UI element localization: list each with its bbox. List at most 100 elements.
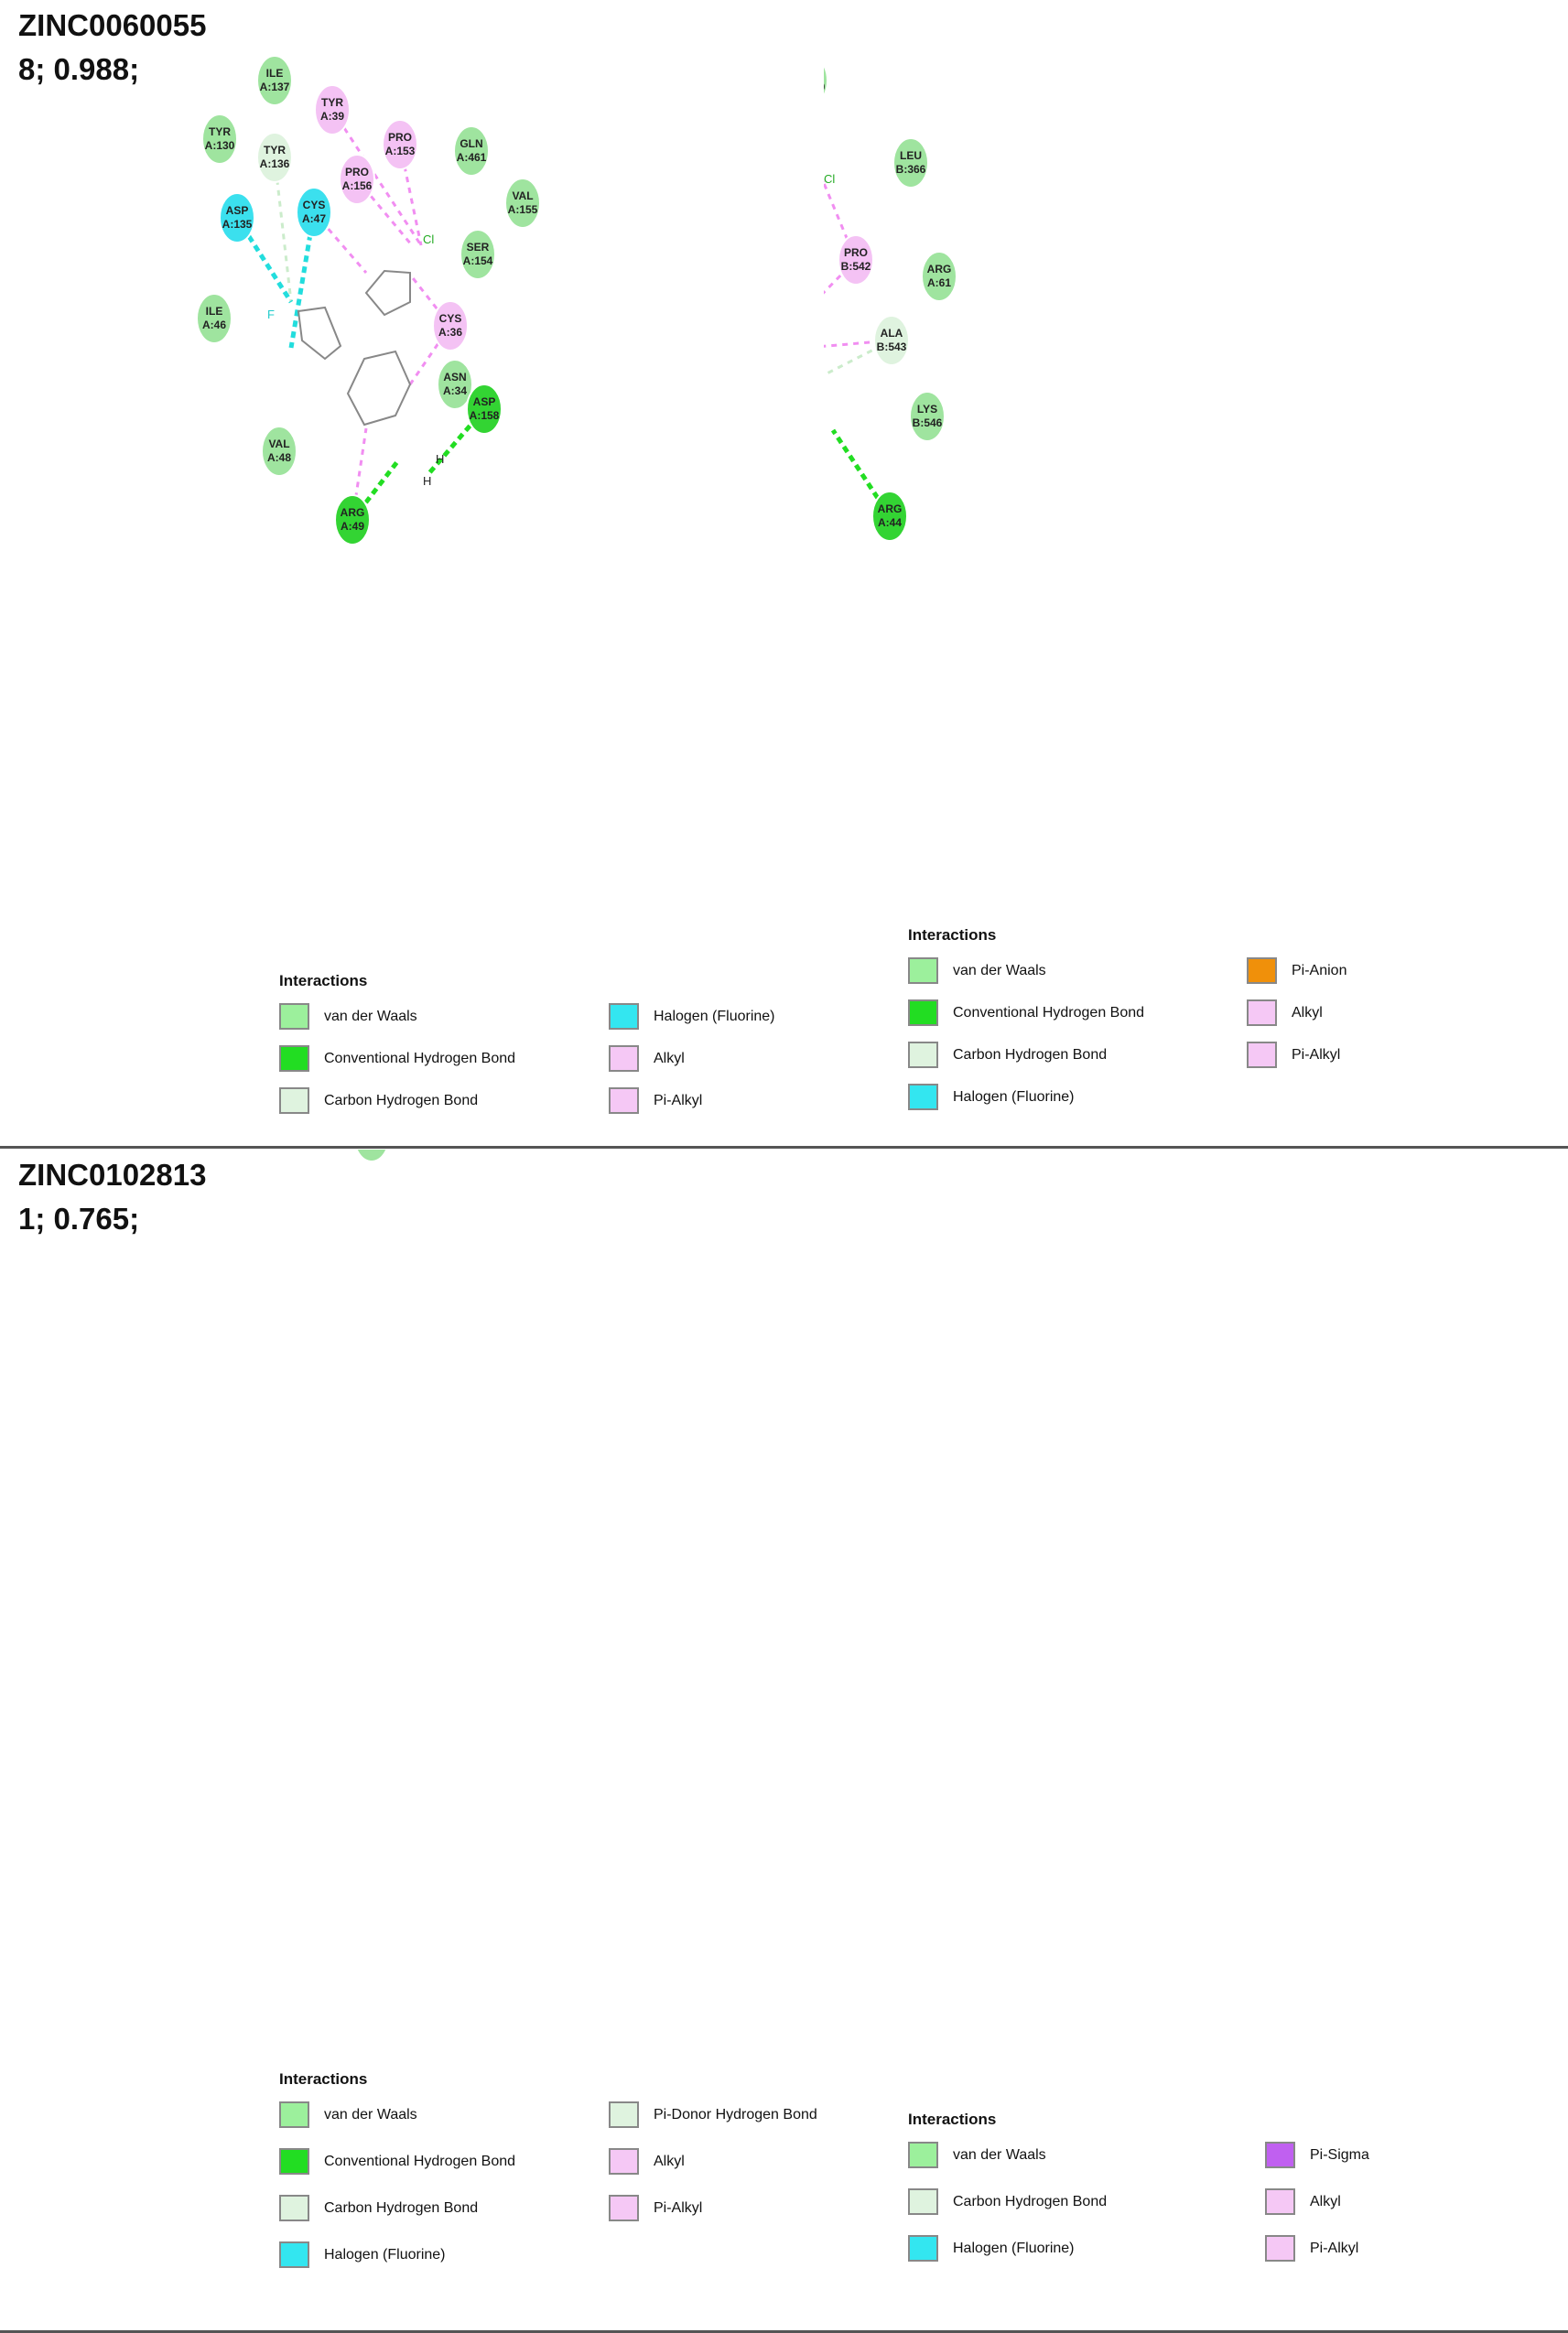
residue-label: A:155 — [508, 203, 538, 216]
residue-label: PRO — [844, 246, 868, 259]
residue-label: PRO — [388, 131, 412, 144]
legend-item: Pi-Sigma — [1265, 2142, 1503, 2168]
residue-label: ILE — [206, 305, 223, 318]
residue-label: A:49 — [341, 520, 364, 533]
residue-label: ARG — [341, 506, 365, 519]
legend-item: Carbon Hydrogen Bond — [279, 1087, 609, 1114]
legend-swatch — [279, 2195, 309, 2221]
residue-label: A:44 — [878, 516, 902, 529]
legend-label: Alkyl — [1310, 2193, 1341, 2209]
legend-swatch — [279, 1045, 309, 1072]
legend-item: Alkyl — [1247, 999, 1485, 1026]
legend-label: Halogen (Fluorine) — [324, 2246, 446, 2263]
residue-label: A:135 — [222, 218, 253, 231]
residue-label: TYR — [321, 96, 343, 109]
residue-label: SER — [467, 241, 490, 254]
legend-item: Alkyl — [609, 1045, 865, 1072]
legend-swatch — [1265, 2188, 1295, 2215]
atom-label: H — [436, 452, 444, 466]
legend-swatch — [1265, 2235, 1295, 2262]
legend-item: Halogen (Fluorine) — [908, 2235, 1265, 2262]
residue-label: A:158 — [470, 409, 500, 422]
legend-label: Pi-Alkyl — [1310, 2240, 1359, 2256]
legend-label: Carbon Hydrogen Bond — [953, 1046, 1108, 1063]
legend-label: van der Waals — [953, 2146, 1046, 2163]
legend-swatch — [1247, 957, 1277, 984]
legend-swatch — [609, 1087, 639, 1114]
compound-1-label: ZINC0060055 8; 0.988; — [18, 8, 207, 86]
atom-label: Cl — [423, 232, 434, 246]
legend-label: Carbon Hydrogen Bond — [953, 2193, 1108, 2209]
legend-item: Conventional Hydrogen Bond — [279, 2148, 609, 2175]
legend-swatch — [279, 2241, 309, 2268]
legend-item: Pi-Alkyl — [609, 2195, 883, 2221]
interaction-diagram-1b: ClTYRB:373GLNA:370PHEB:367PHEA:371LYSA:5… — [824, 63, 957, 542]
residue-label: TYR — [264, 144, 286, 157]
residue-label: A:39 — [320, 110, 344, 123]
residue-label: LEU — [900, 149, 922, 162]
ligand-pyrazole-ring — [297, 306, 342, 361]
ligand-ring — [346, 350, 412, 427]
legend-swatch — [1247, 1042, 1277, 1068]
legend-swatch — [279, 2101, 309, 2128]
residue-label: A:154 — [463, 254, 493, 267]
legend-swatch — [279, 1087, 309, 1114]
legend-item: van der Waals — [279, 2101, 609, 2128]
legend-item: Alkyl — [1265, 2188, 1503, 2215]
legend-item: Conventional Hydrogen Bond — [279, 1045, 609, 1072]
legend-label: Conventional Hydrogen Bond — [953, 1004, 1145, 1021]
residue-label: TYR — [209, 125, 231, 138]
bottom-divider — [0, 2330, 1568, 2333]
residue-label: ARG — [927, 263, 952, 275]
legend-item: Pi-Alkyl — [609, 1087, 865, 1114]
legend-label: Conventional Hydrogen Bond — [324, 2153, 516, 2169]
legend-swatch — [908, 999, 938, 1026]
legend-swatch — [609, 1003, 639, 1030]
legend-item: Halogen (Fluorine) — [908, 1084, 1247, 1110]
legend-swatch — [908, 1084, 938, 1110]
legend-item: Pi-Alkyl — [1247, 1042, 1485, 1068]
legend-swatch — [609, 1045, 639, 1072]
legend-label: Pi-Sigma — [1310, 2146, 1369, 2163]
legend-swatch — [908, 2235, 938, 2262]
legend-item: Carbon Hydrogen Bond — [908, 2188, 1265, 2215]
legend-swatch — [908, 2142, 938, 2168]
legend-item: Conventional Hydrogen Bond — [908, 999, 1247, 1026]
atom-label: H — [423, 474, 431, 488]
legend-swatch — [908, 1042, 938, 1068]
legend-label: van der Waals — [953, 962, 1046, 978]
legend-item: van der Waals — [279, 1003, 609, 1030]
legend-label: van der Waals — [324, 1008, 417, 1024]
legend-label: van der Waals — [324, 2106, 417, 2122]
legend-swatch — [908, 957, 938, 984]
residue-label: ASP — [226, 204, 249, 217]
legend-label: Pi-Anion — [1292, 962, 1347, 978]
legend-title: Interactions — [908, 2111, 997, 2128]
residue-label: ASN — [443, 371, 466, 383]
legend-title: Interactions — [279, 972, 368, 989]
legend-label: Alkyl — [1292, 1004, 1323, 1021]
residue-label: A:156 — [342, 179, 373, 192]
residue-label: A:48 — [267, 451, 291, 464]
